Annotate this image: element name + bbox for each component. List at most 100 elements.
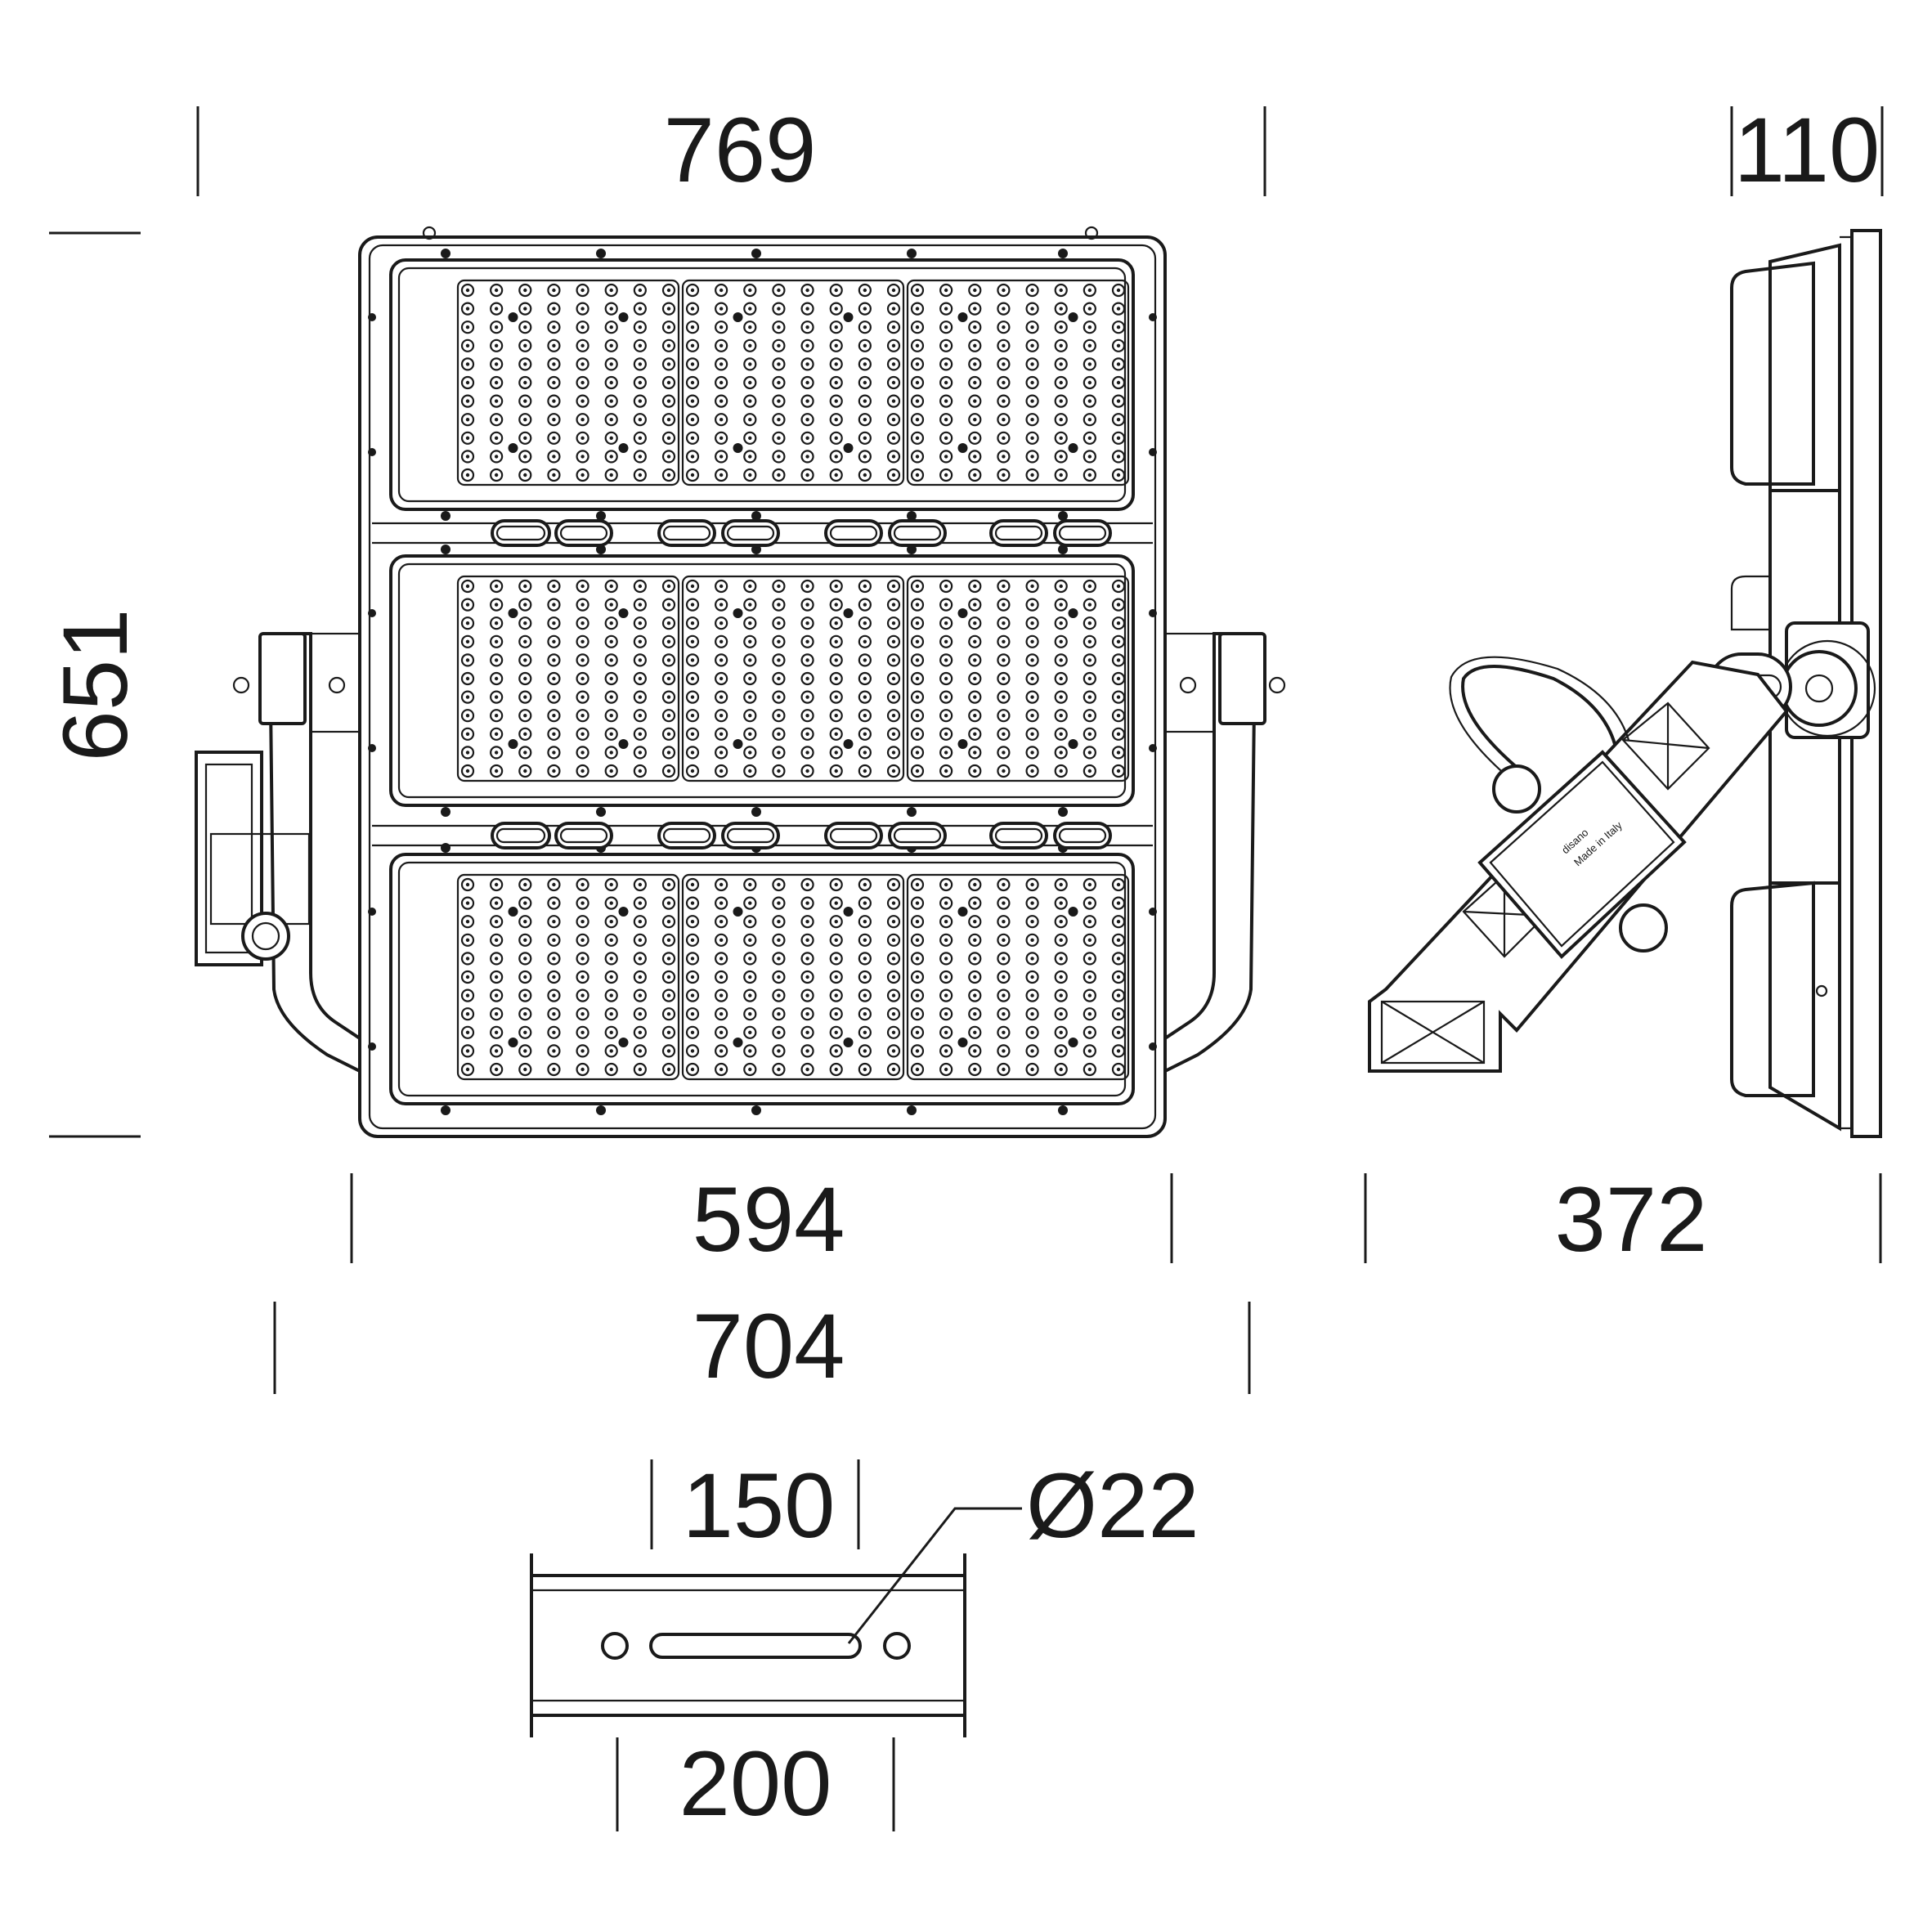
- led-lens: [661, 394, 676, 408]
- vent-slot: [491, 822, 551, 849]
- led-lens: [939, 746, 953, 760]
- led-lens: [939, 690, 953, 704]
- led-lens: [743, 598, 757, 612]
- left-bracket: [195, 632, 361, 1074]
- led-lens: [460, 579, 475, 594]
- led-lens: [661, 746, 676, 760]
- led-lens: [829, 338, 843, 352]
- dimension-150: 150: [650, 1455, 860, 1557]
- led-lens: [547, 1025, 561, 1039]
- led-lens: [1025, 579, 1039, 594]
- led-lens: [800, 764, 814, 778]
- led-lens: [604, 394, 618, 408]
- led-lens: [829, 321, 843, 334]
- led-lens: [576, 709, 589, 723]
- led-lens: [661, 933, 676, 947]
- led-lens: [633, 616, 647, 630]
- led-lens: [743, 970, 757, 984]
- led-lens: [460, 394, 475, 408]
- led-lens: [1083, 598, 1096, 612]
- led-lens: [886, 709, 901, 723]
- led-lens: [997, 970, 1011, 984]
- led-lens: [604, 579, 618, 594]
- led-lens: [490, 634, 504, 648]
- led-lens: [633, 1007, 647, 1021]
- led-lens: [604, 970, 618, 984]
- vent-slot: [721, 822, 780, 849]
- led-lens: [576, 653, 589, 667]
- led-lens: [1054, 1007, 1068, 1021]
- led-lens: [1025, 321, 1039, 334]
- led-lens: [685, 431, 700, 445]
- led-lens: [1083, 933, 1096, 947]
- led-lens: [1054, 1025, 1068, 1039]
- led-lens: [1111, 1007, 1126, 1021]
- led-lens: [661, 653, 676, 667]
- led-lens: [858, 653, 872, 667]
- led-lens: [715, 653, 728, 667]
- led-lens: [633, 970, 647, 984]
- led-lens: [939, 952, 953, 966]
- led-lens: [829, 970, 843, 984]
- led-lens: [1054, 709, 1068, 723]
- led-lens: [576, 413, 589, 427]
- led-lens: [604, 727, 618, 741]
- led-lens: [743, 431, 757, 445]
- led-lens: [1111, 598, 1126, 612]
- right-bracket: [328, 632, 1286, 1074]
- led-lens: [518, 970, 532, 984]
- led-lens: [518, 1007, 532, 1021]
- led-lens: [886, 690, 901, 704]
- led-lens: [715, 690, 728, 704]
- led-lens: [633, 321, 647, 334]
- led-lens: [858, 431, 872, 445]
- led-lens: [1111, 970, 1126, 984]
- led-lens: [743, 988, 757, 1002]
- led-lens: [858, 616, 872, 630]
- led-lens: [939, 1062, 953, 1077]
- led-lens: [1111, 357, 1126, 371]
- led-lens: [1025, 1007, 1039, 1021]
- led-lens: [633, 357, 647, 371]
- led-lens: [743, 952, 757, 966]
- led-lens: [800, 690, 814, 704]
- vent-slot: [554, 822, 613, 849]
- vent-slot: [657, 822, 716, 849]
- led-lens: [490, 896, 504, 910]
- led-lens: [910, 450, 925, 464]
- led-lens: [939, 896, 953, 910]
- led-lens: [460, 952, 475, 966]
- led-lens: [547, 357, 561, 371]
- dim-label-651: 651: [44, 609, 146, 762]
- led-lens: [490, 653, 504, 667]
- led-lens: [886, 877, 901, 892]
- led-lens: [800, 579, 814, 594]
- led-lens: [547, 727, 561, 741]
- led-lens: [743, 727, 757, 741]
- led-lens: [858, 746, 872, 760]
- led-lens: [858, 634, 872, 648]
- led-lens: [910, 1044, 925, 1058]
- led-lens: [910, 877, 925, 892]
- led-lens: [829, 746, 843, 760]
- led-lens: [576, 375, 589, 390]
- led-lens: [1083, 302, 1096, 316]
- led-lens: [460, 671, 475, 686]
- led-lens: [1111, 579, 1126, 594]
- led-lens: [490, 413, 504, 427]
- led-lens: [858, 413, 872, 427]
- led-lens: [547, 302, 561, 316]
- led-lens: [800, 1062, 814, 1077]
- led-lens: [1025, 375, 1039, 390]
- led-lens: [1025, 933, 1039, 947]
- led-lens: [939, 302, 953, 316]
- led-lens: [1083, 431, 1096, 445]
- led-lens: [1054, 431, 1068, 445]
- led-lens: [743, 1007, 757, 1021]
- led-lens: [858, 357, 872, 371]
- led-lens: [829, 468, 843, 482]
- led-lens: [576, 321, 589, 334]
- led-lens: [858, 988, 872, 1002]
- led-lens: [633, 283, 647, 298]
- led-lens: [858, 302, 872, 316]
